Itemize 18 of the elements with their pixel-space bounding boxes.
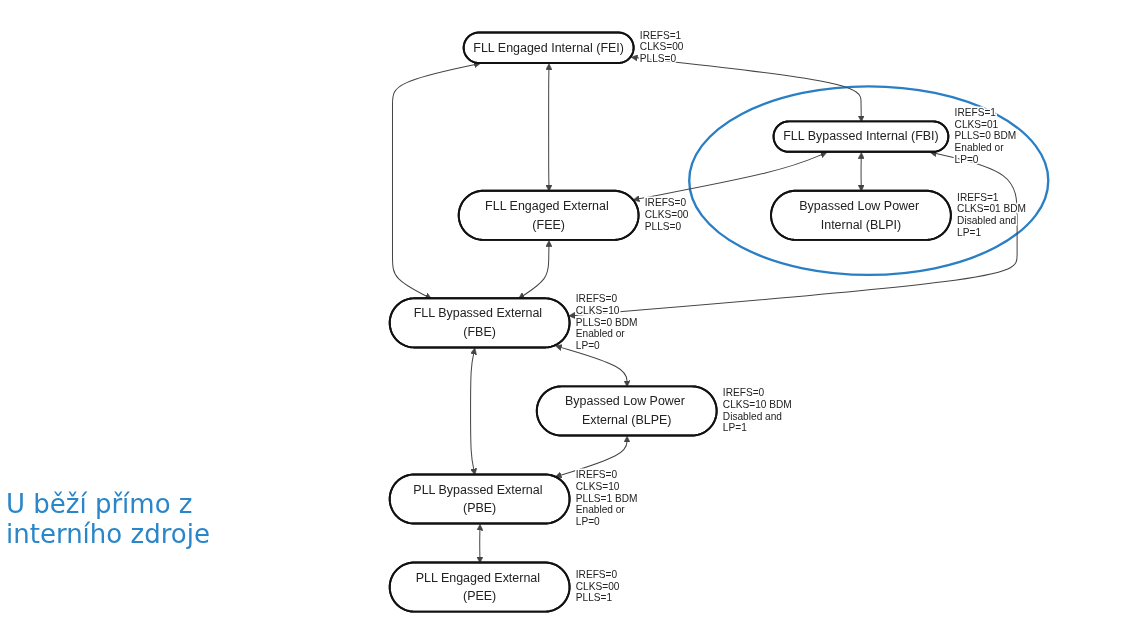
arrow [518, 240, 553, 299]
arrow [470, 347, 477, 476]
note-text: U běží přímo z interního zdroje [6, 489, 211, 549]
arrow [857, 152, 865, 192]
mode-settings-text: IREFS=1 CLKS=01 PLLS=0 BDM Enabled or LP=0 [954, 106, 1017, 165]
arrow [545, 63, 553, 192]
mode-settings-text: IREFS=1 CLKS=01 BDM Disabled and LP=1 [957, 191, 1027, 238]
arrow [555, 344, 631, 388]
mode-settings-text: IREFS=0 CLKS=00 PLLS=0 [644, 197, 689, 232]
arrow [554, 435, 631, 479]
arrow [632, 151, 828, 203]
arrow [568, 150, 1018, 319]
mode-settings-text: IREFS=0 CLKS=00 PLLS=1 [575, 569, 620, 604]
mode-settings-text: IREFS=0 CLKS=10 PLLS=0 BDM Enabled or LP=0 [575, 293, 638, 351]
mode-settings-text: IREFS=0 CLKS=10 BDM Disabled and LP=1 [722, 387, 792, 434]
arrow [392, 61, 481, 299]
mode-settings-text: IREFS=0 CLKS=10 PLLS=1 BDM Enabled or LP=0 [575, 469, 638, 528]
arrow [476, 523, 484, 564]
